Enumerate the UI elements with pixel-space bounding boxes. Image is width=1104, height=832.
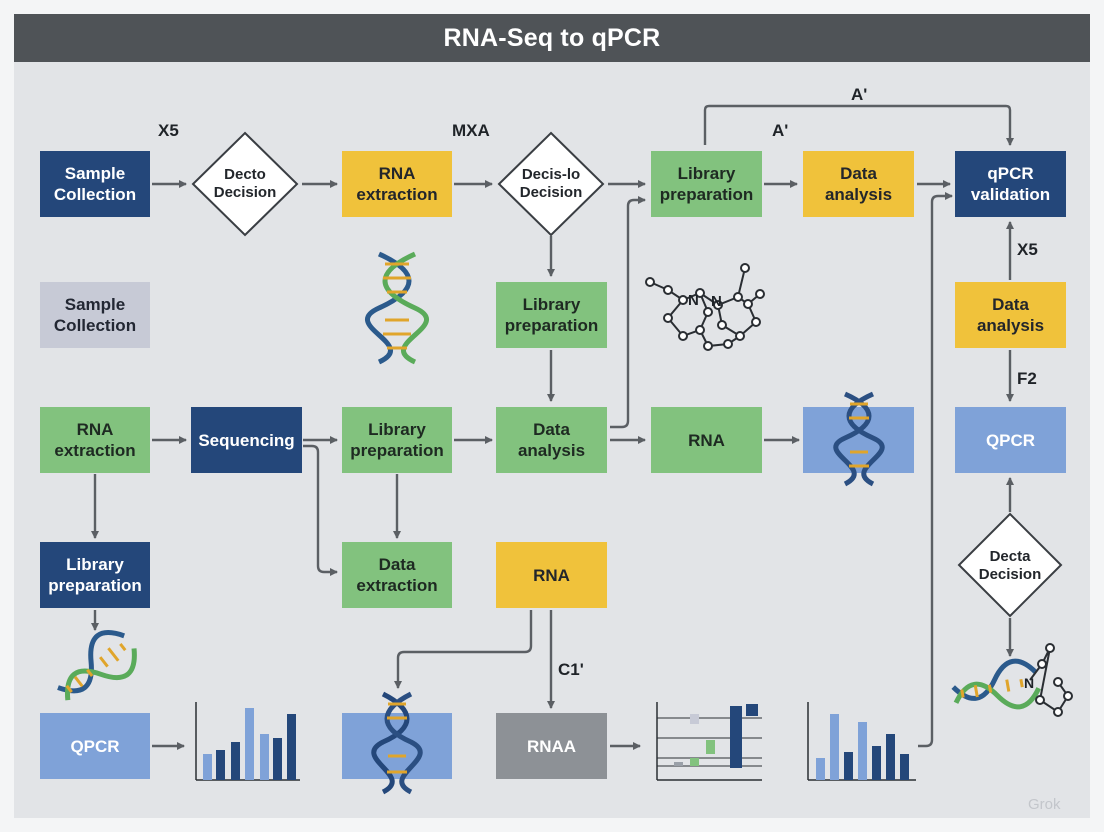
dna-helix-icon: [365, 251, 429, 365]
dna-helix-icon: [951, 658, 1041, 710]
node-sample-collection-secondary: Sample Collection: [40, 282, 150, 348]
node-sequencing: Sequencing: [191, 407, 302, 473]
arrow-chart-to-qpcr-validation: [918, 192, 953, 748]
dna-helix-icon: [371, 691, 423, 795]
dna-helix-icon: [57, 630, 137, 701]
node-qpcr-validation: qPCR validation: [955, 151, 1066, 217]
node-rna-gray: RNAA: [496, 713, 607, 779]
node-data-analysis-tertiary: Data analysis: [496, 407, 607, 473]
label-f2: F2: [1017, 369, 1037, 388]
node-dna-panel-lower: [342, 713, 452, 779]
label-x5-right: X5: [1017, 240, 1038, 259]
arrow-sequencing-to-data-extraction: [303, 444, 338, 576]
decision-label-3: Decta Decision: [978, 548, 1042, 583]
molecule-network-icon: N: [1024, 643, 1073, 717]
svg-text:N: N: [1024, 675, 1034, 691]
arrow-data2-to-library1: [610, 196, 646, 429]
decision-diamond-1: [191, 131, 299, 237]
decision-diamond-2: [497, 131, 605, 237]
node-sample-collection: Sample Collection: [40, 151, 150, 217]
node-rna-extraction-secondary: RNA extraction: [40, 407, 150, 473]
svg-text:N: N: [688, 292, 699, 309]
bar-chart-icon: [807, 702, 916, 781]
bar-chart-icon: [195, 702, 300, 781]
node-data-analysis: Data analysis: [803, 151, 914, 217]
node-library-preparation-tertiary: Library preparation: [342, 407, 452, 473]
watermark: Grok: [1028, 796, 1061, 813]
molecule-network-icon: N N: [645, 263, 765, 351]
node-library-preparation-left: Library preparation: [40, 542, 150, 608]
dna-helix-icon: [833, 391, 885, 487]
node-data-analysis-secondary: Data analysis: [955, 282, 1066, 348]
label-a-prime-top: A': [851, 85, 868, 104]
node-qpcr-upper: QPCR: [955, 407, 1066, 473]
label-a-prime-mid: A': [772, 121, 789, 140]
node-rna: RNA: [651, 407, 762, 473]
node-data-extraction: Data extraction: [342, 542, 452, 608]
decision-diamond-3: [957, 512, 1063, 618]
node-library-preparation: Library preparation: [651, 151, 762, 217]
decision-label-2: Decis-lo Decision: [519, 166, 583, 201]
label-x5-top: X5: [158, 121, 179, 140]
decision-label-1: Decto Decision: [213, 166, 277, 201]
node-library-preparation-secondary: Library preparation: [496, 282, 607, 348]
node-rna-secondary: RNA: [496, 542, 607, 608]
arrow-rna2-to-dna: [394, 610, 533, 689]
node-rna-extraction: RNA extraction: [342, 151, 452, 217]
bar-chart-icon: [656, 702, 762, 781]
arrow-loop-a-prime: [703, 104, 1014, 146]
label-mxa: MXA: [452, 121, 490, 140]
svg-text:N: N: [711, 293, 722, 310]
label-c1: C1': [558, 660, 584, 679]
title-bar: RNA-Seq to qPCR: [14, 14, 1090, 62]
node-qpcr-lower: QPCR: [40, 713, 150, 779]
diagram-title: RNA-Seq to qPCR: [443, 23, 661, 52]
